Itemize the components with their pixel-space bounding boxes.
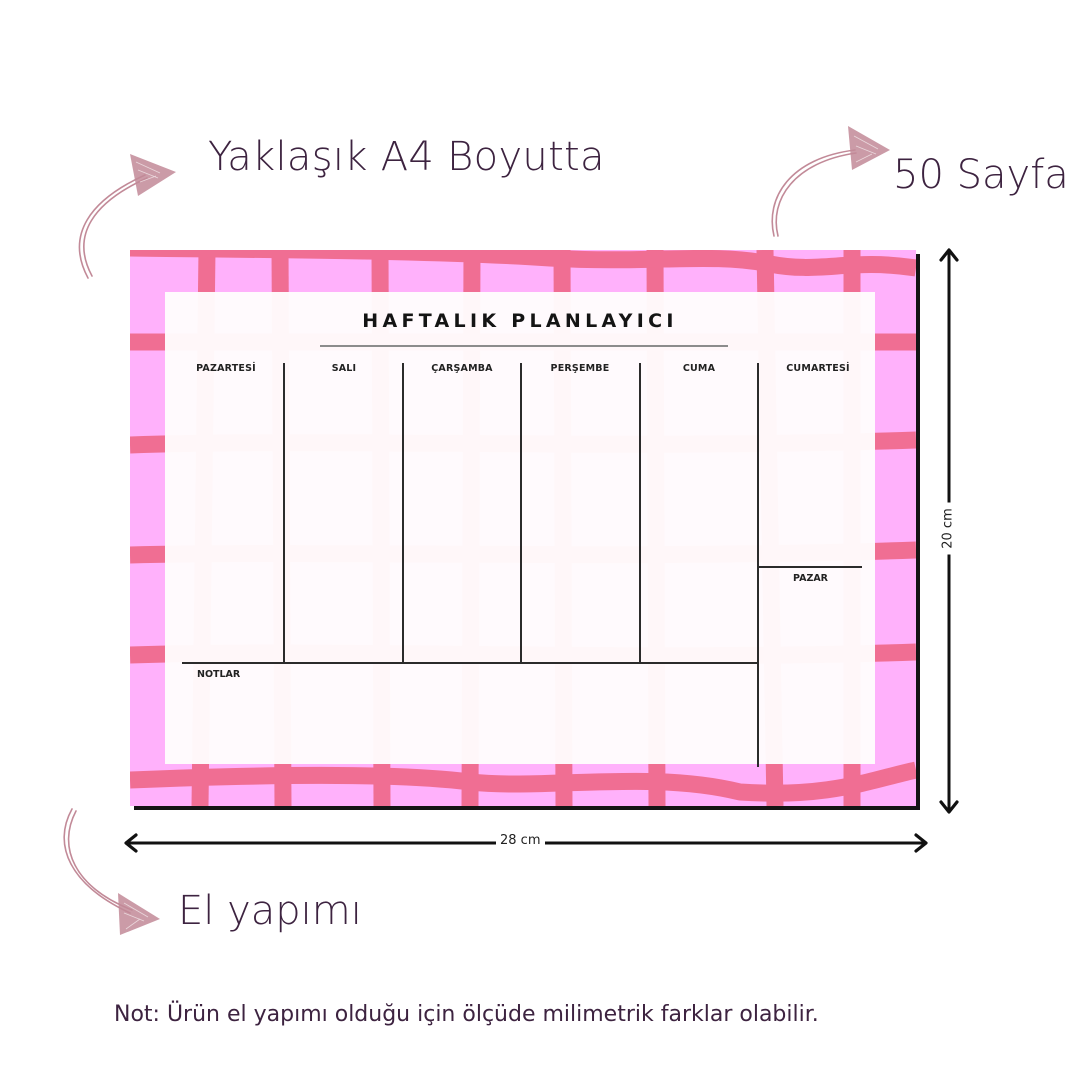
- planner-sheet: HAFTALIK PLANLAYICI PAZARTESİ SALI ÇARŞA…: [165, 292, 875, 767]
- footnote: Not: Ürün el yapımı olduğu için ölçüde m…: [114, 1002, 819, 1027]
- day-label-sunday: PAZAR: [793, 573, 828, 584]
- day-label-monday: PAZARTESİ: [196, 363, 256, 374]
- weekly-planner-pad: HAFTALIK PLANLAYICI PAZARTESİ SALI ÇARŞA…: [130, 250, 916, 806]
- pages-caption: 50 Sayfa: [893, 152, 1069, 198]
- day-label-wednesday: ÇARŞAMBA: [431, 363, 493, 374]
- curved-arrow-up-right-icon: [78, 154, 176, 279]
- notes-divider: [182, 662, 759, 664]
- day-label-friday: CUMA: [682, 363, 716, 374]
- curved-arrow-down-right-icon: [63, 808, 160, 935]
- column-divider: [757, 363, 759, 767]
- column-divider: [520, 363, 522, 663]
- notes-label: NOTLAR: [197, 669, 241, 680]
- width-label: 28 cm: [496, 833, 545, 848]
- title-divider: [320, 345, 728, 347]
- height-label: 20 cm: [940, 502, 956, 555]
- column-divider: [639, 363, 641, 663]
- day-label-tuesday: SALI: [331, 363, 357, 374]
- column-divider: [283, 363, 285, 663]
- planner-title: HAFTALIK PLANLAYICI: [362, 310, 678, 332]
- day-label-saturday: CUMARTESİ: [786, 363, 850, 374]
- curved-arrow-up-right-icon: [771, 126, 890, 237]
- day-label-thursday: PERŞEMBE: [550, 363, 610, 374]
- handmade-caption: El yapımı: [178, 888, 362, 934]
- sunday-divider: [759, 566, 862, 568]
- column-divider: [402, 363, 404, 663]
- size-caption: Yaklaşık A4 Boyutta: [208, 134, 605, 180]
